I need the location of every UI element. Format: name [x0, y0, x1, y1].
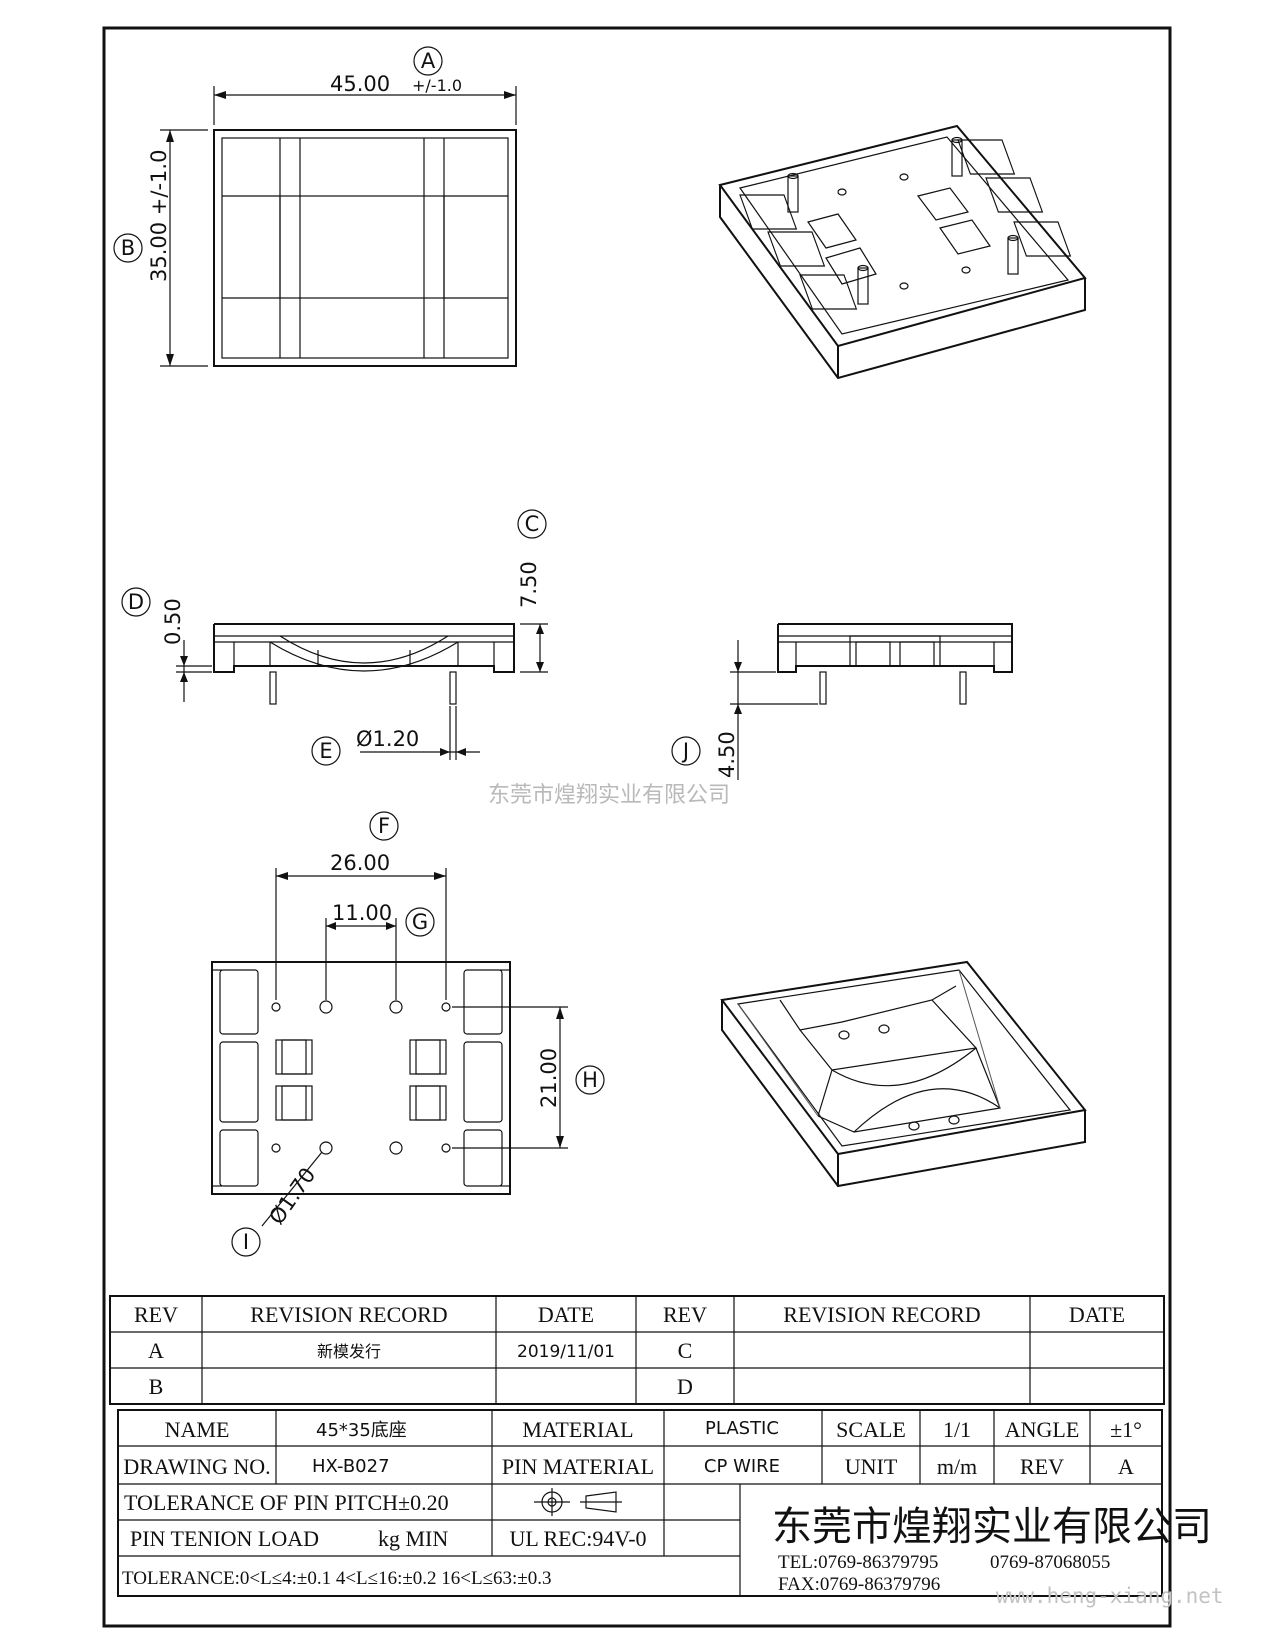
material-label: MATERIAL: [522, 1417, 633, 1442]
dimension-b: B 35.00 +/-1.0: [113, 129, 208, 367]
dimension-g: G 11.00: [325, 901, 435, 1000]
front-view: [213, 623, 515, 705]
record-header-1: REVISION RECORD: [250, 1302, 447, 1327]
drawing-no-value: HX-B027: [312, 1456, 390, 1477]
date-header-2: DATE: [1069, 1302, 1125, 1327]
drawing-no-label: DRAWING NO.: [123, 1454, 270, 1479]
dim-i-tag: I: [243, 1230, 249, 1254]
dim-b-tag: B: [121, 236, 135, 260]
dim-d-tag: D: [128, 590, 144, 614]
side-view: [777, 623, 1013, 705]
tolerance-general: TOLERANCE:0<L≤4:±0.1 4<L≤16:±0.2 16<L≤63…: [122, 1568, 552, 1589]
top-view: [213, 129, 517, 367]
dim-a-tolerance: +/-1.0: [412, 76, 462, 95]
dimension-j: J 4.50: [671, 640, 818, 780]
rev-value: A: [1118, 1454, 1134, 1479]
dimension-h: H 21.00: [452, 1006, 605, 1149]
dim-h-tag: H: [582, 1068, 598, 1092]
dim-d-value: 0.50: [161, 598, 185, 645]
scale-label: SCALE: [836, 1417, 906, 1442]
dim-f-tag: F: [378, 814, 390, 838]
pin-tension-unit: kg MIN: [378, 1526, 448, 1551]
pin-material-label: PIN MATERIAL: [502, 1454, 654, 1479]
bottom-view: [211, 961, 511, 1195]
dim-e-tag: E: [319, 739, 332, 763]
dim-c-value: 7.50: [517, 561, 541, 608]
rev-a-record: 新模发行: [317, 1342, 381, 1361]
title-block: NAME 45*35底座 MATERIAL PLASTIC SCALE 1/1 …: [117, 1409, 1212, 1597]
unit-label: UNIT: [845, 1454, 898, 1479]
record-header-2: REVISION RECORD: [783, 1302, 980, 1327]
sheet-border: [102, 26, 1172, 1628]
dimension-c: C 7.50: [517, 509, 548, 673]
rev-label: REV: [1020, 1454, 1064, 1479]
tolerance-pin-pitch: TOLERANCE OF PIN PITCH±0.20: [124, 1490, 449, 1515]
scale-value: 1/1: [943, 1417, 971, 1442]
rev-header-1: REV: [134, 1302, 178, 1327]
rev-a-date: 2019/11/01: [517, 1342, 615, 1362]
dimension-a: A 45.00 +/-1.0: [213, 46, 517, 125]
pin-tension-label: PIN TENION LOAD: [130, 1526, 319, 1551]
dim-j-value: 4.50: [715, 731, 739, 778]
dim-a-tag: A: [421, 49, 436, 73]
rev-header-2: REV: [663, 1302, 707, 1327]
angle-value: ±1°: [1110, 1417, 1142, 1442]
rev-c: C: [678, 1338, 693, 1363]
name-value: 45*35底座: [316, 1420, 407, 1441]
dim-e-value: Ø1.20: [356, 727, 419, 751]
angle-label: ANGLE: [1005, 1417, 1080, 1442]
isometric-bottom-view: [720, 960, 1087, 1188]
dim-g-tag: G: [412, 910, 428, 934]
dimension-f: F 26.00: [275, 811, 447, 1000]
company-watermark: 东莞市煌翔实业有限公司: [488, 783, 730, 808]
rev-d: D: [677, 1374, 693, 1399]
pin-material-value: CP WIRE: [704, 1456, 780, 1477]
rev-a: A: [148, 1338, 164, 1363]
dim-i-value: Ø1.70: [264, 1163, 320, 1229]
dim-b-value: 35.00 +/-1.0: [147, 150, 171, 282]
projection-symbol: [534, 1488, 622, 1516]
dimension-d: D 0.50: [121, 587, 212, 702]
rev-b: B: [149, 1374, 164, 1399]
dim-h-value: 21.00: [537, 1048, 561, 1108]
name-label: NAME: [165, 1417, 230, 1442]
company-tel-2: 0769-87068055: [990, 1552, 1110, 1573]
website-watermark: www.heng-xiang.net: [996, 1584, 1224, 1608]
isometric-top-view: [718, 124, 1087, 380]
unit-value: m/m: [937, 1454, 977, 1479]
dim-j-tag: J: [681, 739, 689, 763]
date-header-1: DATE: [538, 1302, 594, 1327]
company-name: 东莞市煌翔实业有限公司: [772, 1504, 1212, 1550]
revision-table: REV REVISION RECORD DATE REV REVISION RE…: [109, 1295, 1165, 1405]
ul-rec: UL REC:94V-0: [509, 1526, 646, 1551]
dim-f-value: 26.00: [330, 851, 390, 875]
company-tel: TEL:0769-86379795: [778, 1552, 938, 1573]
dim-g-value: 11.00: [332, 901, 392, 925]
material-value: PLASTIC: [705, 1418, 779, 1439]
dim-a-value: 45.00: [330, 72, 390, 96]
dimension-i: I Ø1.70: [231, 1151, 323, 1257]
dimension-e: E Ø1.20: [311, 706, 480, 766]
dim-c-tag: C: [525, 512, 540, 536]
company-fax: FAX:0769-86379796: [778, 1574, 940, 1595]
